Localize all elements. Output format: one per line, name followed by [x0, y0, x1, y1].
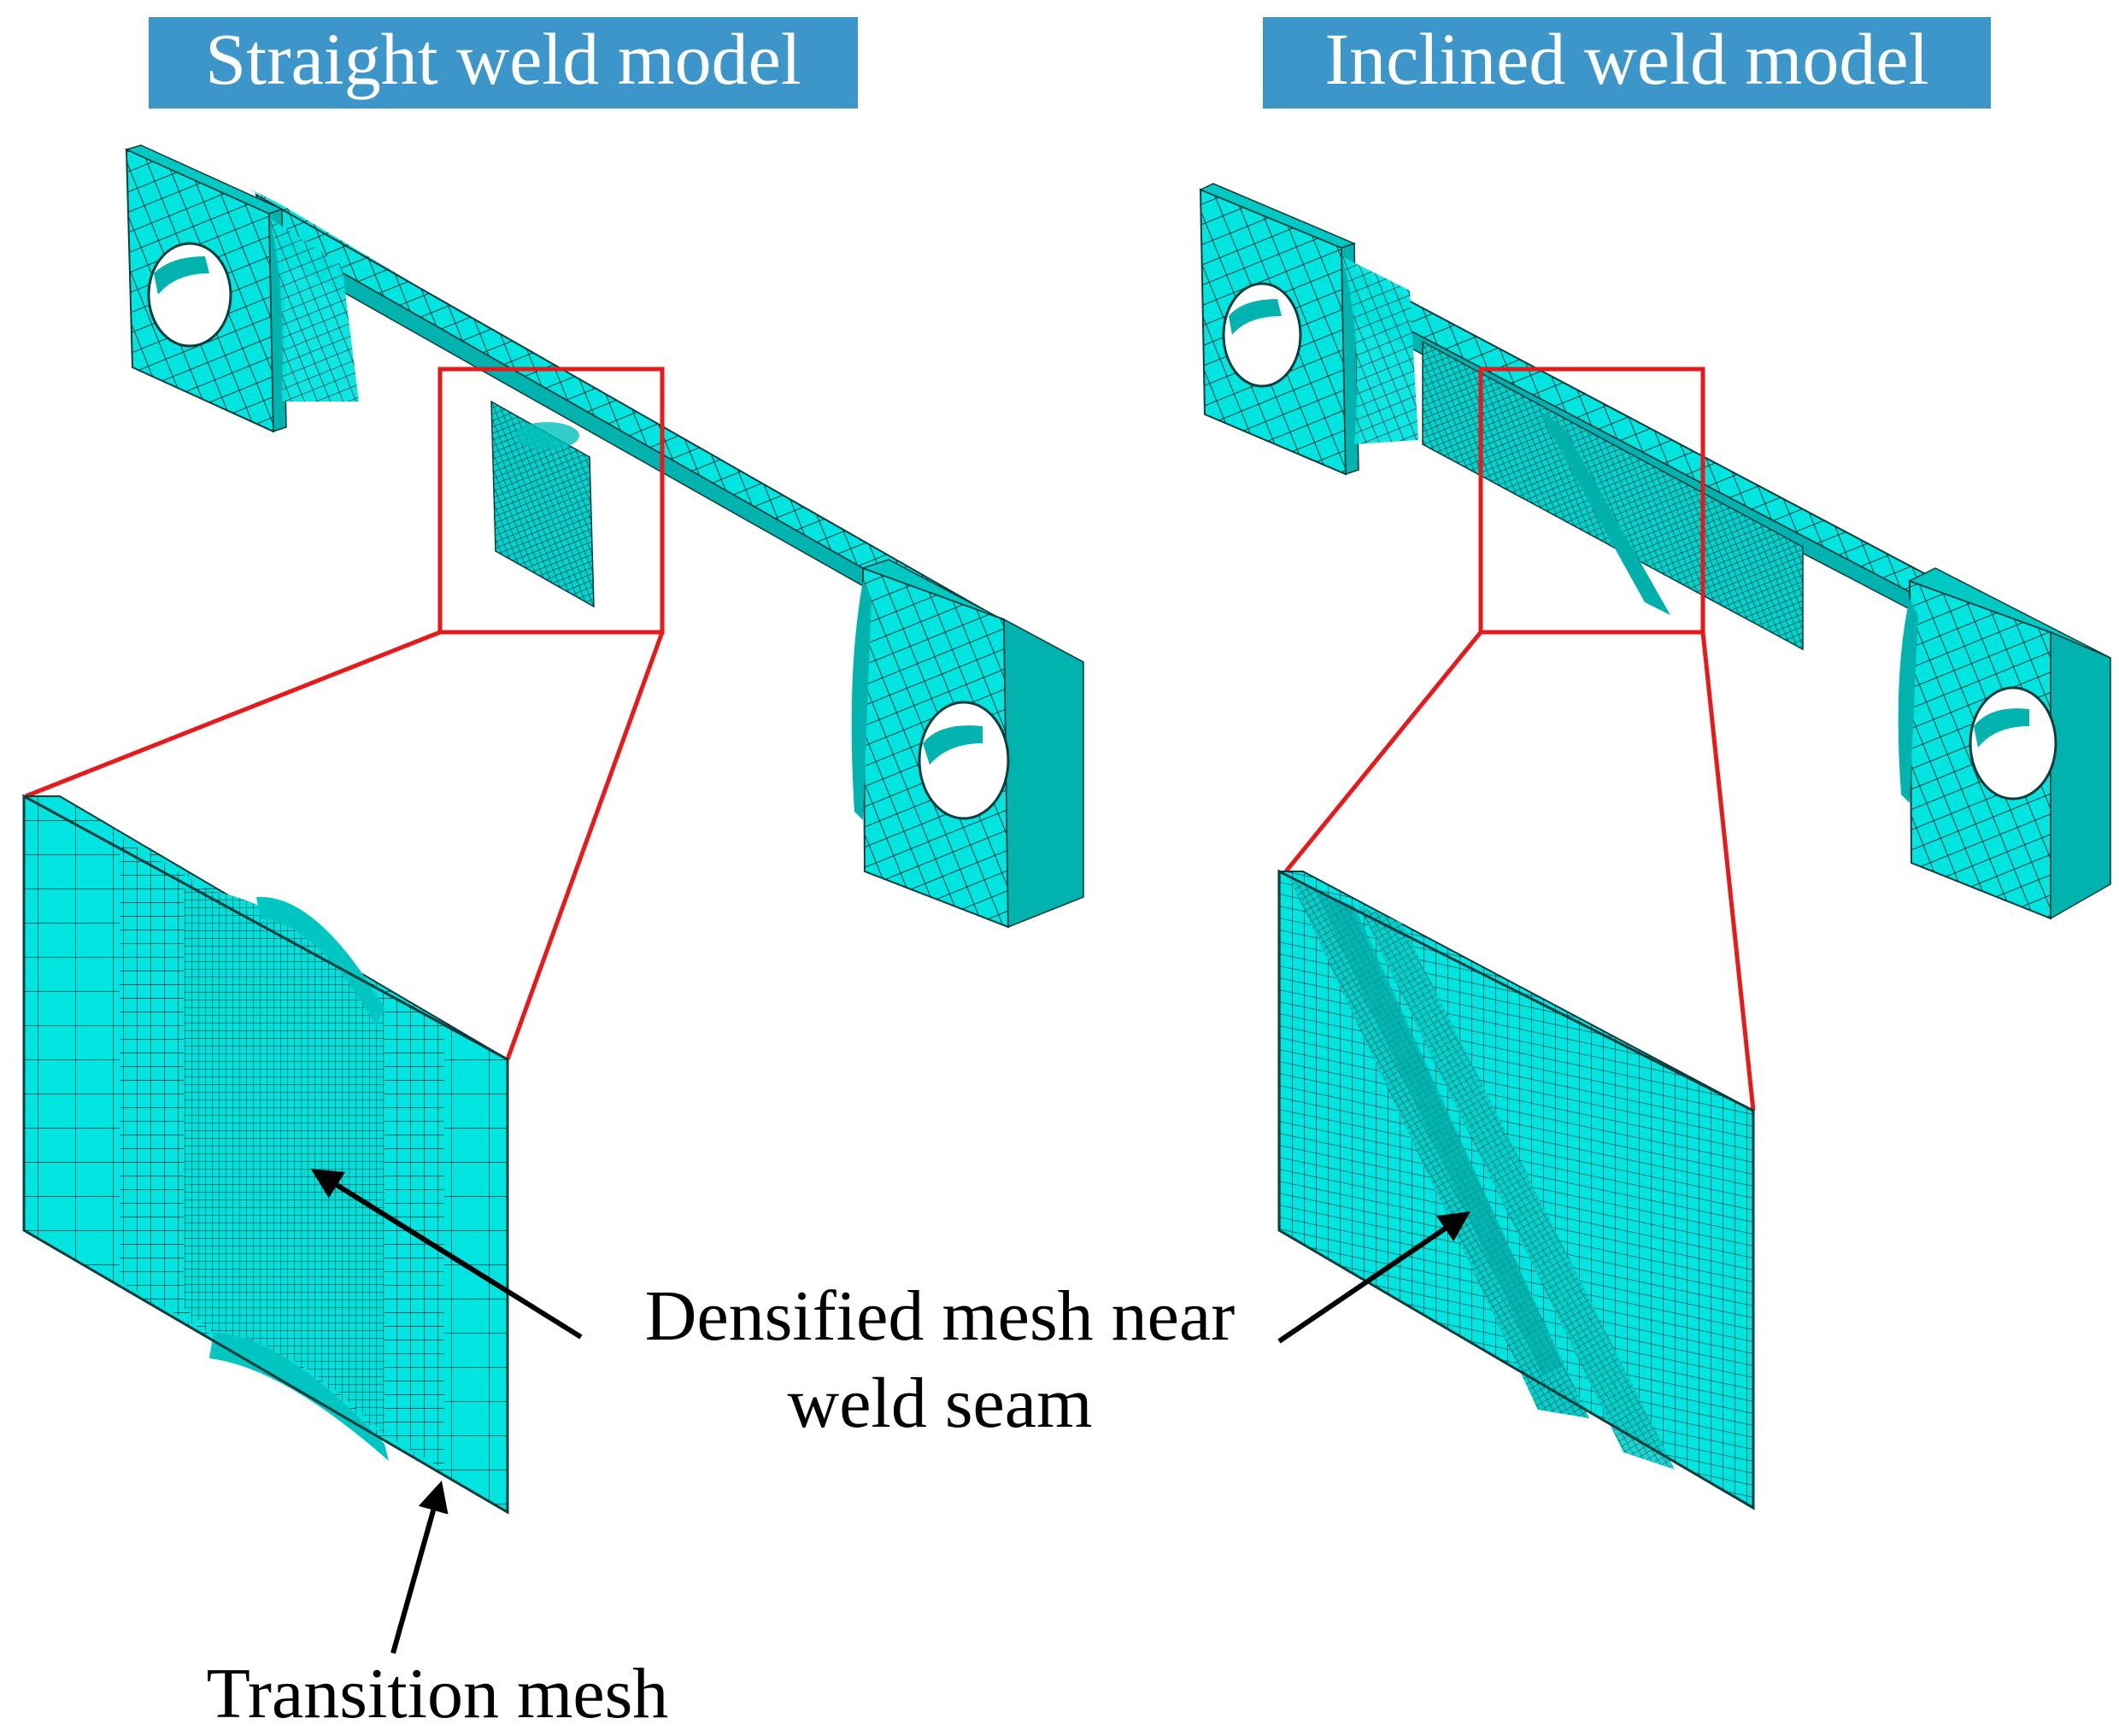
- label-transition: Transition mesh: [207, 1654, 669, 1733]
- arrow-densified-right: [1277, 1211, 1470, 1344]
- label-densified-line1: Densified mesh near: [645, 1276, 1235, 1356]
- inclined-weld-model: Inclined weld model: [1199, 17, 2111, 1510]
- hole-left-inclined: [1222, 282, 1302, 388]
- zoom-line-inclined-right: [1700, 631, 1756, 1111]
- arrow-densified-left: [310, 1169, 583, 1340]
- title-box-straight: [149, 17, 858, 108]
- title-inclined: Inclined weld model: [1325, 18, 1929, 100]
- hole-right-inclined: [1969, 686, 2057, 801]
- zoom-box-straight: [437, 367, 665, 635]
- zoom-line-straight-right: [505, 631, 665, 1060]
- annotations: Densified mesh near weld seam Transition…: [207, 1169, 1470, 1733]
- title-box-inclined: [1263, 17, 1991, 108]
- zoom-line-inclined-left: [1284, 630, 1482, 873]
- specimen-straight: [124, 144, 1084, 929]
- title-straight: Straight weld model: [205, 18, 801, 100]
- zoom-line-straight-left: [25, 630, 441, 799]
- zoom-detail-straight: [22, 794, 509, 1515]
- zoom-detail-inclined: [1277, 869, 1755, 1510]
- zoom-box-inclined: [1478, 367, 1705, 635]
- label-densified-line2: weld seam: [788, 1364, 1093, 1443]
- straight-weld-model: Straight weld model: [22, 17, 1084, 1515]
- arrow-transition: [390, 1481, 449, 1654]
